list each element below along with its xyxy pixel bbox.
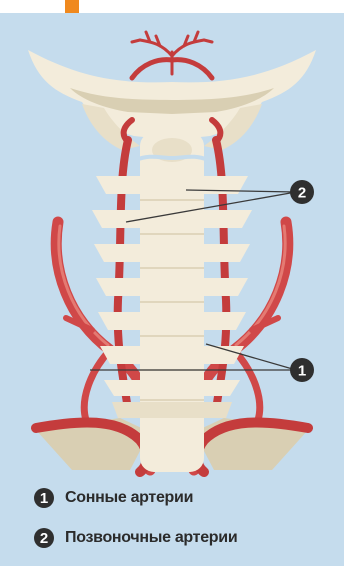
callout-number: 1 <box>298 363 306 380</box>
legend-number-badge: 1 <box>34 488 54 508</box>
legend-label: Сонные артерии <box>65 489 193 507</box>
cerebral-arteries <box>132 32 212 78</box>
legend: 1 Сонные артерии 2 Позвоночные артерии <box>34 488 237 568</box>
callout-number: 2 <box>298 185 306 202</box>
callout-badge-2: 2 <box>290 180 314 204</box>
legend-number-badge: 2 <box>34 528 54 548</box>
legend-label: Позвоночные артерии <box>65 529 237 547</box>
legend-item-carotid: 1 Сонные артерии <box>34 488 237 508</box>
callout-badge-1: 1 <box>290 358 314 382</box>
legend-item-vertebral: 2 Позвоночные артерии <box>34 528 237 548</box>
